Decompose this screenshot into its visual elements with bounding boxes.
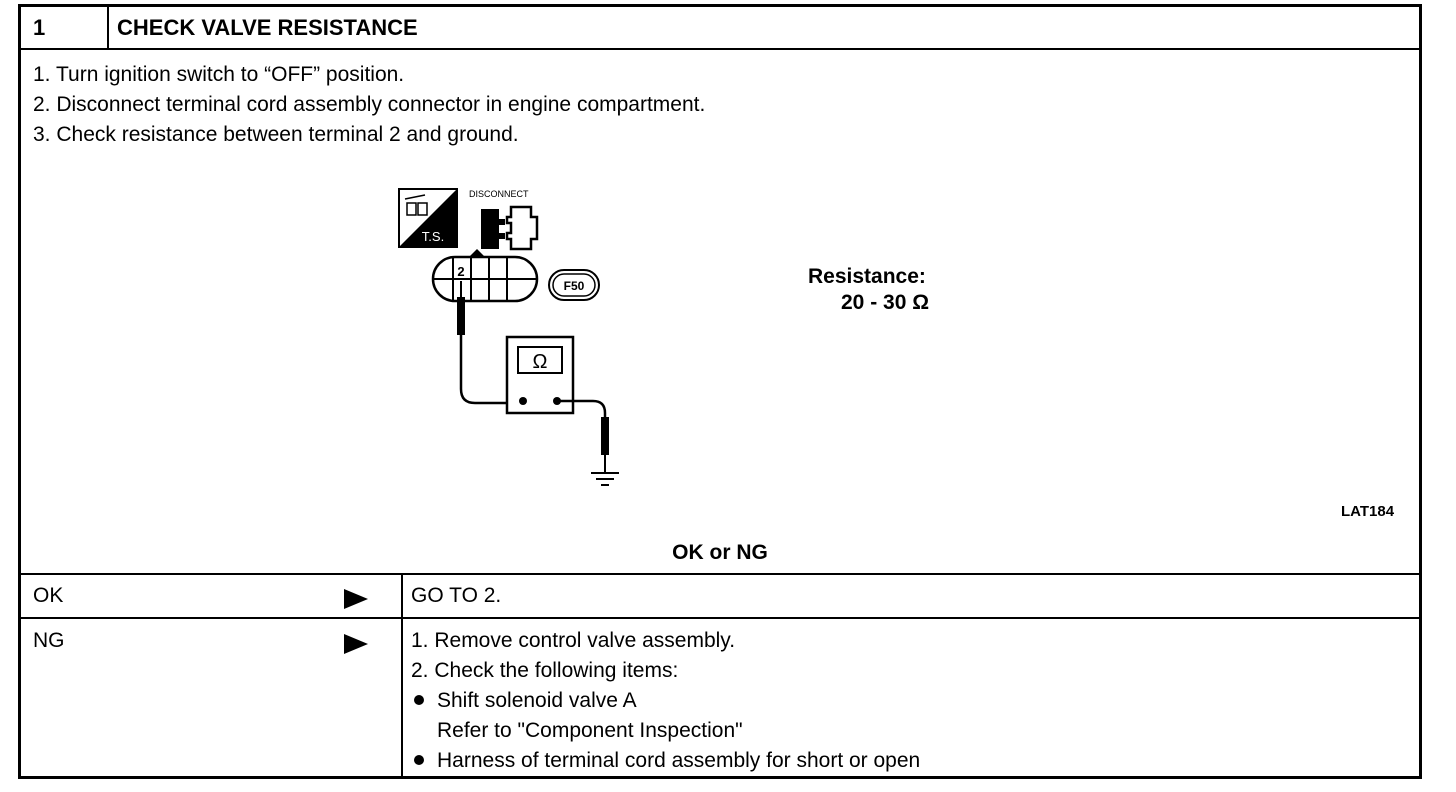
- result-ng-bullet-1: Shift solenoid valve A: [437, 689, 637, 712]
- page-title: CHECK VALVE RESISTANCE: [117, 15, 418, 40]
- step-number: 1: [33, 15, 46, 40]
- header-bottom-rule: [21, 48, 1419, 50]
- meter-symbol: Ω: [533, 351, 548, 373]
- procedure-table: 1 CHECK VALVE RESISTANCE 1. Turn ignitio…: [18, 4, 1422, 779]
- result-ng-label: NG: [33, 629, 65, 652]
- test-probe-positive: [457, 281, 465, 335]
- harness-connector-icon: 2: [431, 255, 539, 303]
- result-ng-bullet-2: Harness of terminal cord assembly for sh…: [437, 749, 921, 772]
- procedure-step-3: 3. Check resistance between terminal 2 a…: [33, 123, 519, 146]
- result-ng-line-1: 1. Remove control valve assembly.: [411, 629, 736, 652]
- spec-label: Resistance:: [808, 265, 926, 288]
- probe-arrow-icon: [469, 249, 485, 257]
- bullet-icon: [414, 755, 424, 765]
- procedure-step-1: 1. Turn ignition switch to “OFF” positio…: [33, 63, 405, 86]
- results-divider: [401, 573, 403, 776]
- results-middle-rule: [21, 617, 1419, 619]
- terminal-number: 2: [457, 264, 464, 279]
- result-ng-arrow-icon: [344, 634, 368, 654]
- tester-symbol-icon: T.S.: [398, 188, 458, 248]
- resistance-check-figure: T.S. DISCONNECT 2 F50: [398, 188, 619, 486]
- disconnect-label: DISCONNECT: [469, 189, 529, 199]
- spec-value: 20 - 30 Ω: [841, 291, 930, 314]
- bullet-icon: [414, 695, 424, 705]
- header-divider: [107, 7, 109, 48]
- connector-code-badge: F50: [548, 269, 600, 301]
- figure-code: LAT184: [1341, 503, 1395, 520]
- results-top-rule: [21, 573, 1419, 575]
- test-lead-positive: [459, 335, 523, 405]
- procedure-step-2: 2. Disconnect terminal cord assembly con…: [33, 93, 706, 116]
- ts-label: T.S.: [422, 229, 444, 244]
- result-ok-arrow-icon: [344, 589, 368, 609]
- connector-code: F50: [564, 279, 585, 293]
- disconnect-connector-icon: [481, 205, 539, 251]
- result-ok-action: GO TO 2.: [411, 584, 502, 607]
- decision-question: OK or NG: [672, 541, 768, 564]
- result-ng-bullet-note: Refer to "Component Inspection": [437, 719, 743, 742]
- ground-icon: [591, 472, 619, 486]
- test-lead-negative: [557, 399, 607, 417]
- test-probe-negative: [601, 417, 609, 473]
- result-ok-label: OK: [33, 584, 64, 607]
- result-ng-line-2: 2. Check the following items:: [411, 659, 679, 682]
